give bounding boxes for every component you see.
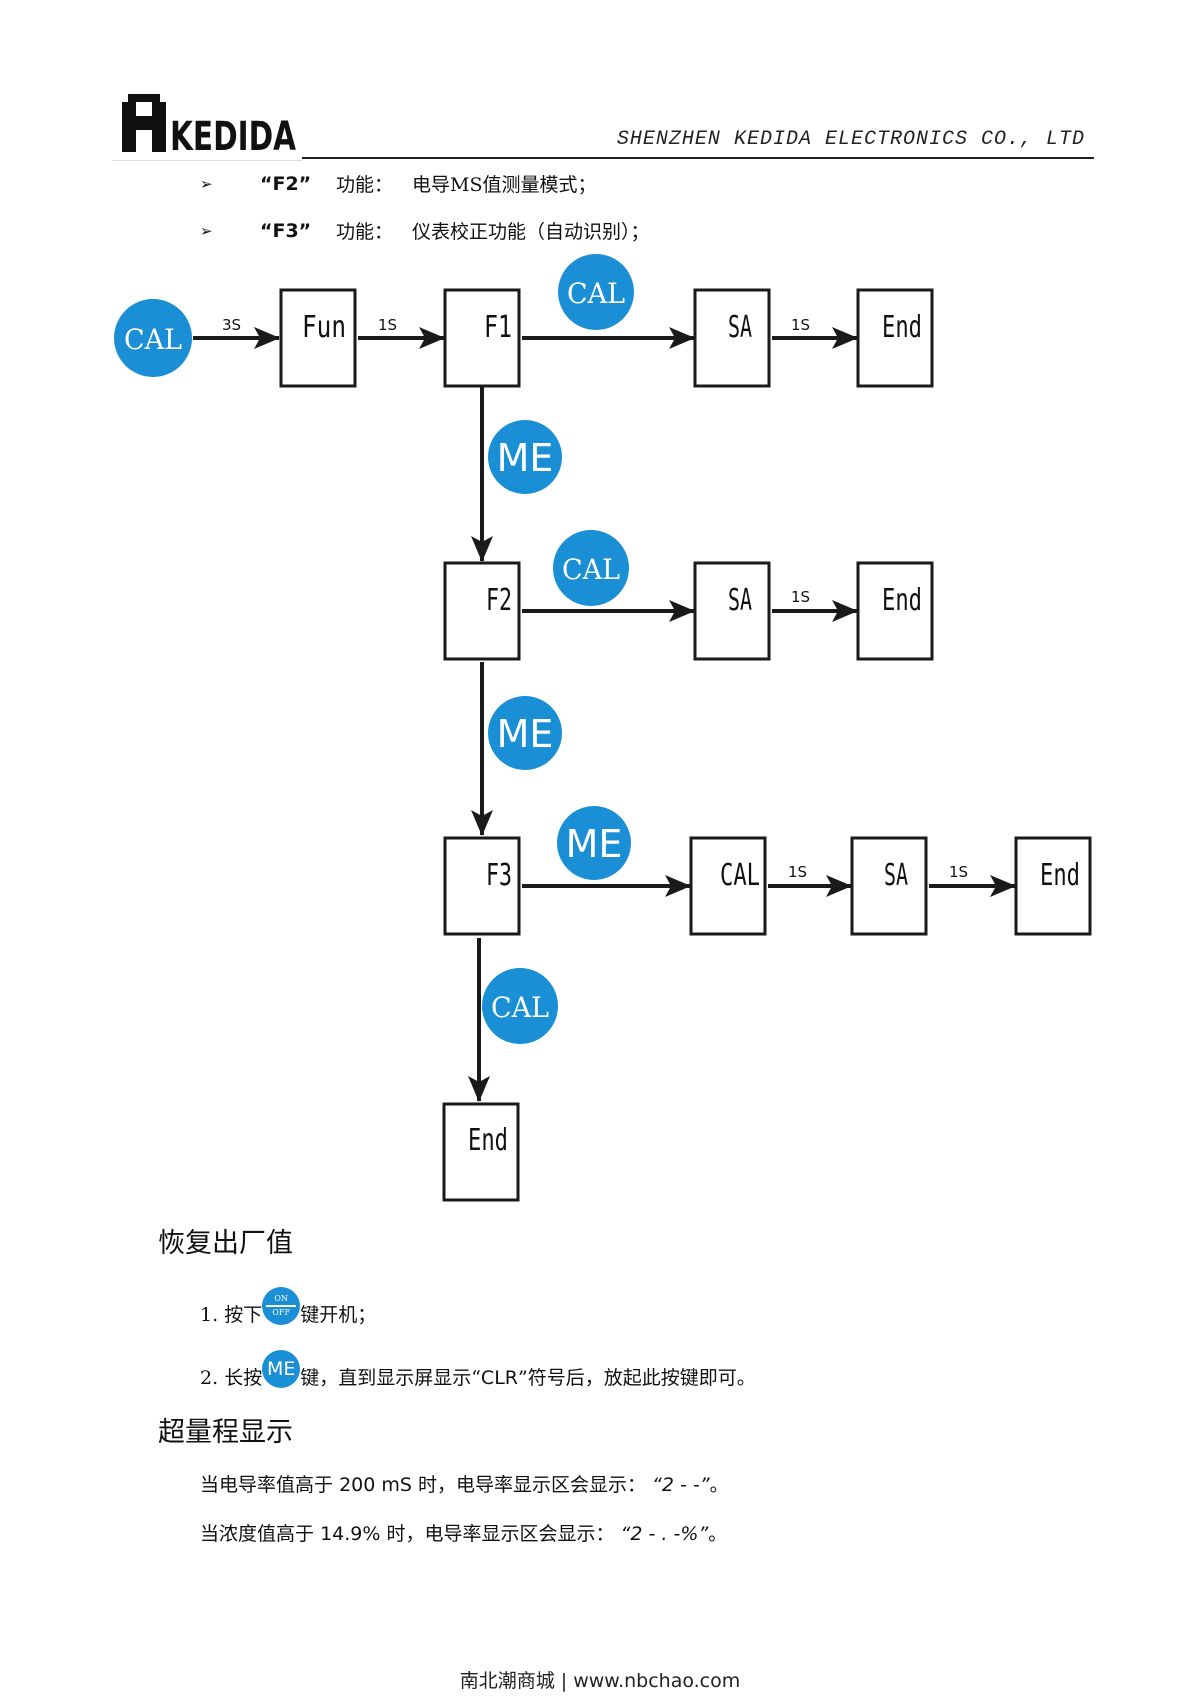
svg-text:CAL: CAL — [491, 991, 549, 1024]
function-desc: 仪表校正功能（自动识别）； — [412, 221, 650, 243]
svg-text:CAL: CAL — [720, 858, 760, 893]
company-name: SHENZHEN KEDIDA ELECTRONICS CO., LTD — [616, 128, 1085, 151]
svg-text:F1: F1 — [484, 310, 512, 345]
company-logo: KEDIDA — [122, 94, 298, 154]
svg-text:Fun: Fun — [302, 310, 346, 345]
svg-text:ME: ME — [566, 822, 623, 866]
svg-text:CAL: CAL — [124, 323, 182, 356]
bullet-f3: ➢ “F3” 功能： 仪表校正功能（自动识别）； — [200, 217, 650, 244]
svg-text:End: End — [882, 310, 922, 345]
section-title-overrange: 超量程显示 — [158, 1417, 293, 1448]
display-code: “2 - -” — [652, 1474, 710, 1496]
svg-text:SA: SA — [728, 583, 752, 618]
timing-label: 1S — [788, 863, 807, 881]
svg-text:SA: SA — [728, 310, 752, 345]
svg-text:End: End — [1040, 858, 1080, 893]
arrow-bullet-icon: ➢ — [200, 221, 213, 240]
display-end: End — [856, 288, 934, 388]
display-end: End — [1014, 836, 1092, 936]
display-end-final: End — [442, 1102, 520, 1202]
step-text: 长按 — [224, 1367, 263, 1389]
display-code: “2 - . -%” — [620, 1523, 709, 1545]
overrange-line-1: 当电导率值高于 200 mS 时，电导率显示区会显示： “2 - -”。 — [200, 1474, 729, 1496]
svg-text:End: End — [468, 1123, 508, 1158]
svg-text:F2: F2 — [486, 583, 512, 618]
function-key: “F3” — [260, 219, 312, 242]
step-number: 2. — [200, 1367, 219, 1389]
function-key: “F2” — [260, 172, 312, 195]
step-text: ”符号后，放起此按键即可。 — [517, 1367, 756, 1389]
timing-label: 1S — [791, 588, 810, 606]
calibration-flow-diagram: CAL 3S Fun 1S F1 CAL SA 1S End ME F2 CAL — [114, 254, 1092, 1202]
arrow-bullet-icon: ➢ — [200, 174, 213, 193]
header-divider — [302, 157, 1094, 159]
section-title-restore: 恢复出厂值 — [158, 1228, 293, 1259]
svg-text:F3: F3 — [486, 858, 512, 893]
display-cal: CAL — [689, 836, 767, 936]
clr-code: CLR — [480, 1367, 518, 1389]
overrange-line-2: 当浓度值高于 14.9% 时，电导率显示区会显示： “2 - . -%”。 — [200, 1523, 728, 1545]
cal-button: CAL — [553, 530, 629, 606]
function-label: 功能： — [336, 221, 394, 243]
svg-text:CAL: CAL — [562, 553, 620, 586]
cal-button: CAL — [482, 968, 558, 1044]
function-desc: 电导MS值测量模式； — [412, 174, 597, 196]
display-f2: F2 — [443, 561, 521, 661]
logo-text: KEDIDA — [170, 114, 296, 154]
timing-label: 3S — [222, 316, 241, 334]
display-fun: Fun — [279, 288, 357, 388]
bullet-f2: ➢ “F2” 功能： 电导MS值测量模式； — [200, 170, 596, 197]
svg-text:CAL: CAL — [567, 277, 625, 310]
svg-text:End: End — [882, 583, 922, 618]
threshold-value: 14.9% — [320, 1523, 381, 1545]
me-button: ME — [557, 806, 631, 880]
cal-button: CAL — [558, 254, 634, 330]
me-button: ME — [488, 696, 562, 770]
header-divider-light — [112, 160, 302, 161]
logo-mark: KEDIDA — [122, 94, 296, 154]
display-end: End — [856, 561, 934, 661]
display-f3: F3 — [443, 836, 521, 936]
me-button: ME — [488, 420, 562, 494]
footer-watermark: 南北潮商城 | www.nbchao.com — [459, 1670, 741, 1692]
cal-button-start: CAL — [114, 299, 192, 377]
step-text: 按下 — [224, 1304, 263, 1326]
step-text: 键，直到显示屏显示“ — [300, 1367, 481, 1389]
timing-label: 1S — [949, 863, 968, 881]
display-sa: SA — [693, 288, 771, 388]
svg-text:ME: ME — [497, 436, 554, 480]
function-label: 功能： — [336, 174, 394, 196]
me-button-icon: ME — [262, 1350, 301, 1388]
step-number: 1. — [200, 1304, 219, 1326]
display-sa: SA — [693, 561, 771, 661]
svg-text:ME: ME — [497, 712, 554, 756]
threshold-value: 200 mS — [339, 1474, 412, 1496]
timing-label: 1S — [378, 316, 397, 334]
display-sa: SA — [850, 836, 928, 936]
svg-text:SA: SA — [884, 858, 908, 893]
timing-label: 1S — [791, 316, 810, 334]
step-text: 键开机； — [300, 1304, 377, 1326]
display-f1: F1 — [443, 288, 521, 388]
